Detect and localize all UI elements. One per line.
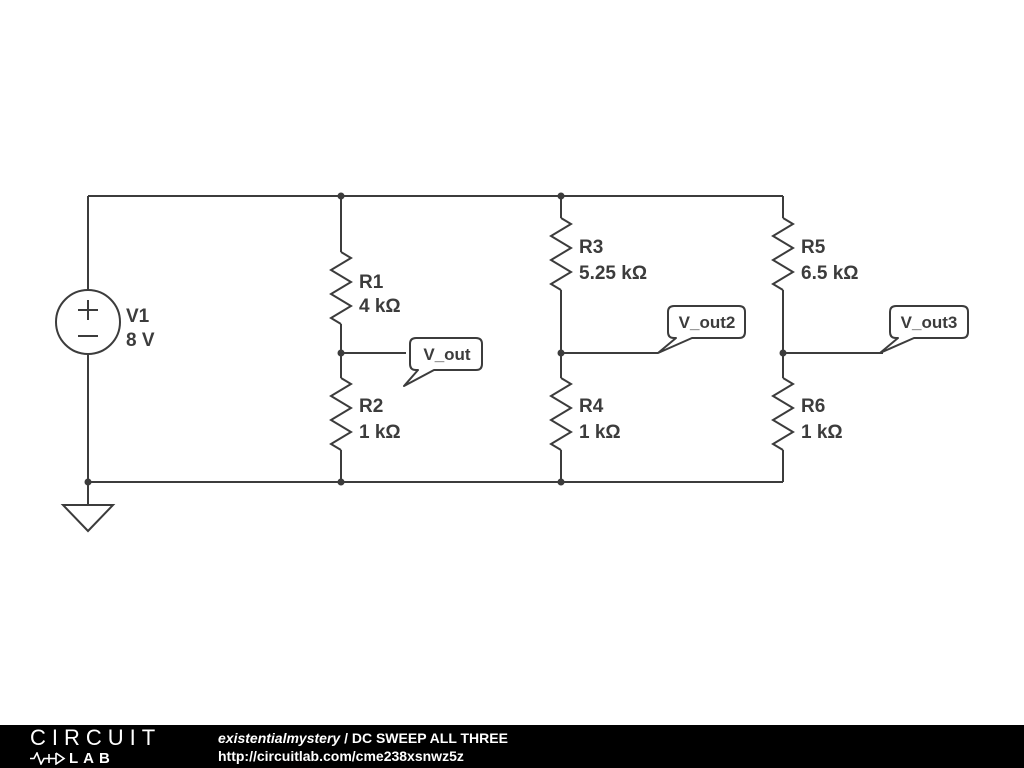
node-dot	[84, 478, 92, 486]
junction-dots	[84, 192, 787, 486]
r4-designator: R4	[579, 396, 604, 417]
author-name: existentialmystery	[218, 730, 341, 746]
r2-value: 1 kΩ	[359, 422, 401, 443]
r5-value: 6.5 kΩ	[801, 263, 859, 284]
r3-value: 5.25 kΩ	[579, 263, 647, 284]
node-dot	[557, 478, 565, 486]
resistor-r5: R5 6.5 kΩ	[771, 217, 859, 291]
flag-label-vout3: V_out3	[901, 313, 958, 332]
r5-designator: R5	[801, 237, 826, 258]
r2-designator: R2	[359, 396, 383, 417]
share-url: http://circuitlab.com/cme238xsnwz5z	[218, 748, 464, 764]
circuit-schematic: V1 8 V R1 4 kΩ R2 1 kΩ R3 5.25 kΩ R4 1 k…	[55, 192, 969, 533]
logo-text-circuit: CIRCUIT	[30, 725, 162, 750]
resistor-r4: R4 1 kΩ	[549, 377, 621, 451]
ground-triangle	[60, 504, 116, 533]
resistor-zigzag	[329, 377, 353, 451]
voltage-source-v1: V1 8 V	[55, 289, 155, 355]
net-flag-vout2: V_out2	[657, 305, 746, 354]
source-body	[55, 289, 121, 355]
net-flag-vout1: V_out	[403, 337, 483, 387]
flag-label-vout2: V_out2	[679, 313, 736, 332]
v1-designator: V1	[126, 306, 150, 327]
node-dot	[337, 349, 345, 357]
resistor-zigzag	[329, 251, 353, 325]
r3-designator: R3	[579, 237, 603, 258]
wires	[87, 195, 883, 505]
resistor-r3: R3 5.25 kΩ	[549, 217, 647, 291]
resistor-r1: R1 4 kΩ	[329, 251, 401, 325]
node-dot	[337, 192, 345, 200]
v1-value: 8 V	[126, 330, 155, 351]
title-separator: /	[340, 730, 352, 746]
flag-bubble	[879, 305, 969, 354]
footer-title-line: existentialmystery / DC SWEEP ALL THREE	[218, 729, 508, 747]
flag-bubble	[403, 337, 483, 387]
r6-value: 1 kΩ	[801, 422, 843, 443]
footer-bar: CIRCUIT LAB existentialmystery / DC SWEE…	[0, 725, 1024, 768]
logo-waveform-icon	[30, 752, 66, 765]
node-dot	[557, 192, 565, 200]
r1-designator: R1	[359, 272, 384, 293]
node-dot	[557, 349, 565, 357]
r4-value: 1 kΩ	[579, 422, 621, 443]
node-dot	[779, 349, 787, 357]
ground-symbol	[60, 504, 116, 533]
circuitlab-logo: CIRCUIT LAB	[30, 727, 161, 766]
resistor-zigzag	[549, 377, 573, 451]
logo-text-lab: LAB	[69, 750, 115, 767]
node-dot	[337, 478, 345, 486]
net-flag-vout3: V_out3	[879, 305, 969, 354]
r6-designator: R6	[801, 396, 825, 417]
logo-bottom-row: LAB	[30, 751, 161, 766]
plus-sign	[78, 300, 98, 320]
resistor-zigzag	[549, 217, 573, 291]
resistor-zigzag	[771, 217, 795, 291]
footer-meta: existentialmystery / DC SWEEP ALL THREE …	[218, 729, 508, 765]
resistor-zigzag	[771, 377, 795, 451]
schematic-title: DC SWEEP ALL THREE	[351, 730, 508, 746]
resistor-r6: R6 1 kΩ	[771, 377, 843, 451]
flag-label-vout1: V_out	[423, 345, 471, 364]
r1-value: 4 kΩ	[359, 296, 401, 317]
resistor-r2: R2 1 kΩ	[329, 377, 401, 451]
flag-bubble	[657, 305, 746, 354]
